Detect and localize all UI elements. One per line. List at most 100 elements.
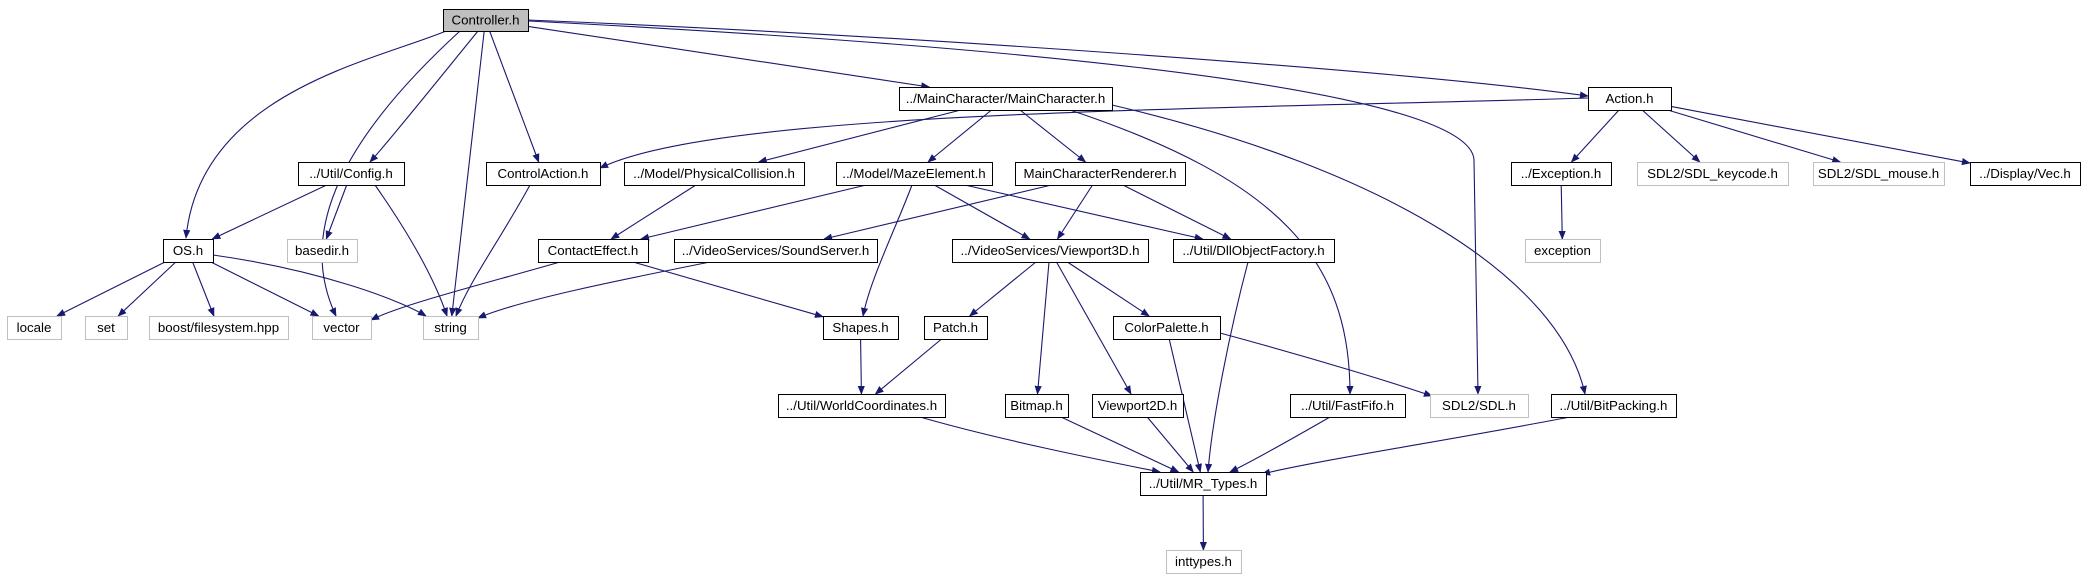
node-vec[interactable]: ../Display/Vec.h <box>1970 162 2081 186</box>
edge-exception_h-to-exception <box>1558 184 1566 240</box>
node-box <box>7 316 62 340</box>
node-world-coords[interactable]: ../Util/WorldCoordinates.h <box>778 394 946 418</box>
node-maze-element[interactable]: ../Model/MazeElement.h <box>836 162 993 186</box>
node-box <box>778 394 946 418</box>
node-contact-effect[interactable]: ContactEffect.h <box>538 239 649 263</box>
node-label: ../Display/Vec.h <box>1979 166 2071 181</box>
node-label: set <box>97 320 115 335</box>
edge-os-to-set <box>117 261 177 317</box>
node-label: Viewport2D.h <box>1098 398 1178 413</box>
edge-config-to-string <box>374 184 448 317</box>
node-box <box>1005 394 1069 418</box>
node-box <box>836 162 993 186</box>
edge-bitmap-to-mr_types <box>1060 416 1180 473</box>
node-action[interactable]: Action.h <box>1588 87 1672 111</box>
node-box <box>1813 162 1945 186</box>
node-box <box>1525 239 1601 263</box>
node-viewport3d[interactable]: ../VideoServices/Viewport3D.h <box>952 239 1149 263</box>
node-label: ../Util/WorldCoordinates.h <box>786 398 937 413</box>
node-sound-server[interactable]: ../VideoServices/SoundServer.h <box>674 239 878 263</box>
node-box <box>674 239 878 263</box>
edge-maze_element-to-viewport3d <box>934 184 1031 240</box>
node-mr-types[interactable]: ../Util/MR_Types.h <box>1140 472 1267 496</box>
edge-viewport3d-to-color_palette <box>1067 261 1150 317</box>
node-label: ColorPalette.h <box>1124 320 1208 335</box>
node-fast-fifo[interactable]: ../Util/FastFifo.h <box>1290 394 1406 418</box>
node-label: exception <box>1534 243 1591 258</box>
node-box <box>1588 87 1672 111</box>
node-box <box>149 316 289 340</box>
node-sdl-keycode: SDL2/SDL_keycode.h <box>1637 162 1789 186</box>
edge-color_palette-to-sdl <box>1219 332 1433 397</box>
node-boost-fs: boost/filesystem.hpp <box>149 316 289 340</box>
node-physical-collision[interactable]: ../Model/PhysicalCollision.h <box>624 162 805 186</box>
node-label: ../Util/Config.h <box>309 166 393 181</box>
edge-viewport2d-to-mr_types <box>1146 416 1194 473</box>
edge-action-to-exception_h <box>1570 109 1620 163</box>
node-label: Shapes.h <box>832 320 888 335</box>
node-label: OS.h <box>173 243 203 258</box>
edge-maze_element-to-contact_effect <box>640 184 867 241</box>
node-label: Patch.h <box>933 320 978 335</box>
node-set: set <box>85 316 128 340</box>
node-box <box>1140 472 1267 496</box>
node-label: ../Util/BitPacking.h <box>1560 398 1668 413</box>
edge-main_character-to-fast_fifo <box>1069 109 1354 395</box>
node-box <box>899 87 1113 111</box>
node-vector: vector <box>312 316 372 340</box>
node-box <box>298 162 405 186</box>
node-color-palette[interactable]: ColorPalette.h <box>1113 316 1221 340</box>
node-exception: exception <box>1525 239 1601 263</box>
edge-config-to-os <box>211 184 327 240</box>
node-label: ../Util/DllObjectFactory.h <box>1182 243 1324 258</box>
node-label: ../Model/PhysicalCollision.h <box>633 166 795 181</box>
node-string: string <box>423 316 479 340</box>
edge-mc_renderer-to-sound_server <box>823 184 1052 241</box>
node-box <box>1290 394 1406 418</box>
node-label: SDL2/SDL_mouse.h <box>1818 166 1939 181</box>
node-inttypes: inttypes.h <box>1166 550 1242 574</box>
node-box <box>163 239 214 263</box>
edge-controller-to-config <box>369 30 479 163</box>
edge-main_character-to-mc_renderer <box>1019 109 1087 163</box>
node-box <box>287 239 358 263</box>
node-box <box>1092 394 1184 418</box>
node-viewport2d[interactable]: Viewport2D.h <box>1092 394 1184 418</box>
edge-config-to-basedir <box>325 184 348 240</box>
edge-maze_element-to-shapes <box>861 184 913 317</box>
node-dll-factory[interactable]: ../Util/DllObjectFactory.h <box>1173 239 1335 263</box>
node-main-character[interactable]: ../MainCharacter/MainCharacter.h <box>899 87 1113 111</box>
node-box <box>1430 394 1529 418</box>
node-mc-renderer[interactable]: MainCharacterRenderer.h <box>1015 162 1186 186</box>
node-controller[interactable]: Controller.h <box>443 9 529 32</box>
edge-controller-to-main_character <box>527 25 931 90</box>
node-label: ../VideoServices/SoundServer.h <box>682 243 870 258</box>
edge-color_palette-to-mr_types <box>1168 338 1202 473</box>
node-patch[interactable]: Patch.h <box>924 316 988 340</box>
node-label: Action.h <box>1605 91 1653 106</box>
edge-control_action-to-string <box>455 184 531 317</box>
edge-controller-to-control_action <box>489 30 540 163</box>
node-label: locale <box>17 320 52 335</box>
edge-viewport3d-to-bitmap <box>1034 261 1050 395</box>
node-exception-h[interactable]: ../Exception.h <box>1511 162 1612 186</box>
node-bit-packing[interactable]: ../Util/BitPacking.h <box>1551 394 1677 418</box>
node-shapes[interactable]: Shapes.h <box>823 316 899 340</box>
node-box <box>1166 550 1242 574</box>
edge-main_character-to-physical_collision <box>757 109 961 164</box>
node-bitmap[interactable]: Bitmap.h <box>1005 394 1069 418</box>
edge-contact_effect-to-vector <box>370 261 561 321</box>
edge-bit_packing-to-mr_types <box>1261 416 1571 476</box>
node-box <box>1015 162 1186 186</box>
node-box <box>823 316 899 340</box>
edge-mc_renderer-to-dll_factory <box>1122 184 1232 240</box>
node-box <box>1511 162 1612 186</box>
node-label: ../Util/FastFifo.h <box>1301 398 1394 413</box>
node-label: string <box>434 320 467 335</box>
node-control-action[interactable]: ControlAction.h <box>486 162 601 186</box>
node-os[interactable]: OS.h <box>163 239 214 263</box>
node-config[interactable]: ../Util/Config.h <box>298 162 405 186</box>
node-basedir: basedir.h <box>287 239 358 263</box>
node-label: MainCharacterRenderer.h <box>1024 166 1177 181</box>
edge-patch-to-world_coords <box>874 338 942 395</box>
